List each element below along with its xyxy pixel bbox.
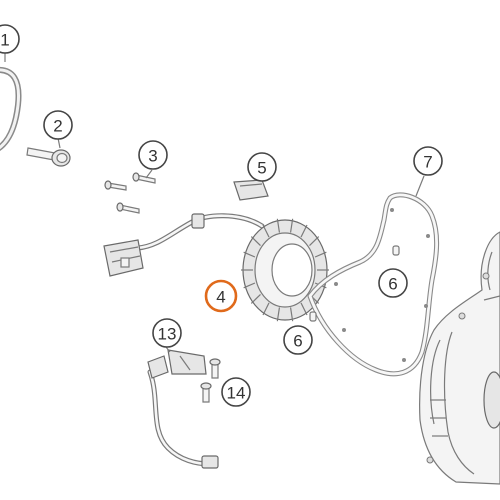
stator-tooth (314, 251, 327, 258)
callout-2-label: 2 (53, 117, 62, 136)
stator-tooth (250, 236, 261, 247)
callout-3-label: 3 (148, 147, 157, 166)
part-7-gasket (307, 192, 440, 377)
leader-7 (415, 175, 425, 197)
callout-4: 4 (204, 279, 238, 313)
ignition-cover (419, 231, 500, 485)
callout-6-upper-label: 6 (388, 275, 397, 294)
stator-wire-harness (135, 213, 265, 251)
part-1-ring (0, 67, 22, 151)
stator-tooth (250, 293, 261, 304)
callout-14: 14 (221, 377, 251, 407)
callout-6-lower-label: 6 (293, 332, 302, 351)
leader-3 (145, 169, 153, 179)
stator-tooth (262, 224, 270, 238)
part-6-dowels (309, 245, 400, 322)
callout-3: 3 (138, 140, 168, 170)
part-14-screws (200, 358, 221, 403)
stator-tooth (262, 302, 270, 316)
connector-plug (103, 239, 144, 277)
callout-4-label: 4 (216, 288, 225, 307)
stator-tooth (243, 282, 256, 289)
stator-tooth (276, 307, 281, 322)
callout-13-label: 13 (158, 325, 177, 344)
callout-13: 13 (152, 318, 182, 348)
stator-tooth (289, 218, 294, 233)
stator-tooth (309, 236, 320, 247)
callout-7-label: 7 (423, 153, 432, 172)
callout-1-label: 1 (0, 31, 9, 50)
part-2-bolt (26, 147, 71, 167)
callout-1: 1 (0, 24, 20, 54)
leader-13 (165, 346, 171, 353)
callout-5: 5 (247, 152, 277, 182)
stator-tooth (289, 307, 294, 322)
callout-6-lower: 6 (283, 325, 313, 355)
callout-7: 7 (413, 146, 443, 176)
stator-tooth (276, 218, 281, 233)
stator-tooth (300, 224, 308, 238)
stator-tooth (300, 302, 308, 316)
callout-6-upper: 6 (378, 268, 408, 298)
callout-5-label: 5 (257, 159, 266, 178)
stator-tooth (243, 251, 256, 258)
part-4-stator (241, 218, 329, 322)
part-5-clip (233, 179, 269, 201)
part-13-sensor (147, 349, 219, 469)
callout-14-label: 14 (227, 384, 246, 403)
callout-2: 2 (43, 110, 73, 140)
part-3-screws (104, 172, 156, 214)
